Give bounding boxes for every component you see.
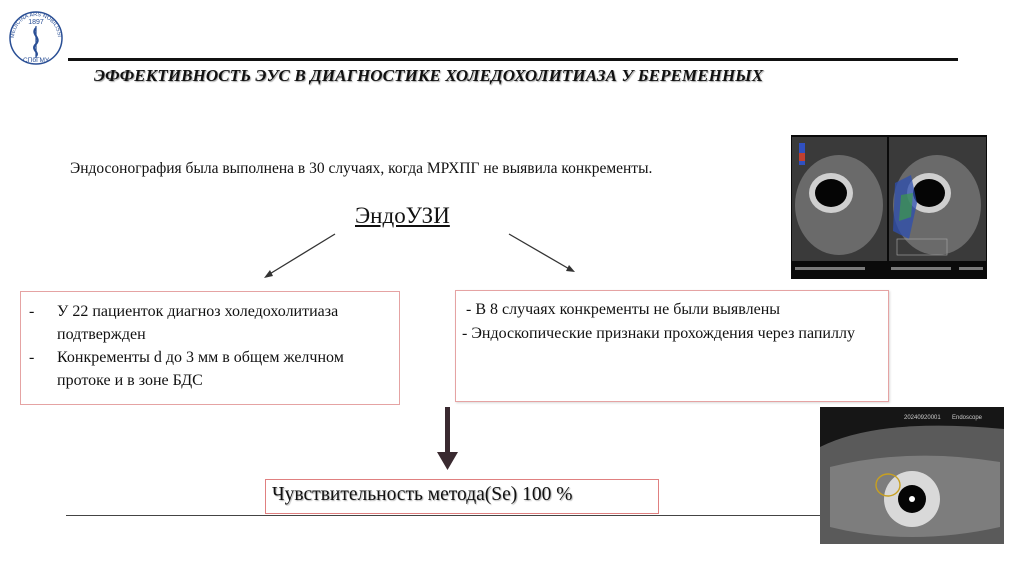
intro-text: Эндосонография была выполнена в 30 случа… xyxy=(70,160,653,177)
arrow-down-icon xyxy=(437,407,458,470)
sensitivity-result-box: Чувствительность метода(Se) 100 % xyxy=(265,479,659,514)
footer-rule xyxy=(66,515,821,516)
eus-image-bottom: 20240920001 Endoscope xyxy=(820,407,1004,544)
image-brand-label: Endoscope xyxy=(952,415,983,421)
center-label: ЭндоУЗИ xyxy=(355,203,450,228)
slide-title: ЭФФЕКТИВНОСТЬ ЭУС В ДИАГНОСТИКЕ ХОЛЕДОХО… xyxy=(94,66,764,85)
confirmed-cases-box: -У 22 пациенток диагноз холедохолитиаза … xyxy=(20,291,400,405)
papilla-signs-line: - Эндоскопические признаки прохождения ч… xyxy=(462,325,855,342)
header-rule xyxy=(68,58,958,61)
arrow-left-icon xyxy=(264,233,336,278)
negative-cases-box: - В 8 случаях конкременты не были выявле… xyxy=(455,290,889,402)
negative-cases-line: - В 8 случаях конкременты не были выявле… xyxy=(466,301,781,318)
university-logo: MEDICINA ARS NOBILISSIMA 1897 СПбГМУ xyxy=(6,4,66,76)
eus-image-top xyxy=(791,135,987,279)
logo-abbr: СПбГМУ xyxy=(23,56,50,64)
list-item: -Конкременты d до 3 мм в общем желчном п… xyxy=(29,349,344,389)
sensitivity-result-text: Чувствительность метода(Se) 100 % xyxy=(272,484,573,505)
image-id-label: 20240920001 xyxy=(904,415,941,421)
logo-year: 1897 xyxy=(28,19,44,26)
list-item: -У 22 пациенток диагноз холедохолитиаза … xyxy=(29,303,339,343)
arrow-right-icon xyxy=(508,233,575,272)
